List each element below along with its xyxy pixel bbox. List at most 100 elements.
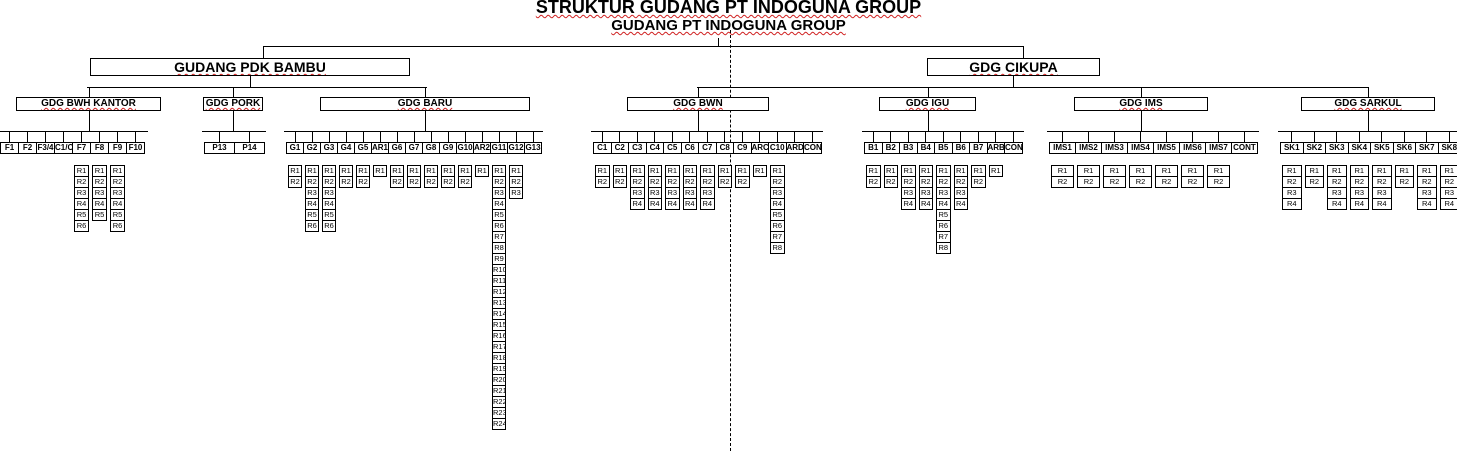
rack-cell: R4 xyxy=(647,198,662,210)
rack-cell: R23 xyxy=(492,407,506,419)
bay-cont: CONT xyxy=(1231,142,1258,154)
bay-b3: B3 xyxy=(899,142,918,154)
bay-stem xyxy=(978,131,979,142)
bay-f10: F10 xyxy=(126,142,145,154)
rack-cell: R1 xyxy=(1103,165,1126,177)
bay-c3: C3 xyxy=(628,142,647,154)
rack-cell: R18 xyxy=(492,352,506,364)
rack-cell: R4 xyxy=(1439,198,1457,210)
bay-ims1: IMS1 xyxy=(1049,142,1076,154)
bay-b5: B5 xyxy=(934,142,953,154)
bay-c4: C4 xyxy=(645,142,664,154)
rack-cell: R2 xyxy=(1103,176,1126,188)
bay-stem xyxy=(1140,131,1141,142)
rack-cell: R2 xyxy=(339,176,353,188)
rack-cell: R1 xyxy=(475,165,489,177)
l2-connector xyxy=(87,87,427,88)
bay-stem xyxy=(1426,131,1427,142)
bay-sk5: SK5 xyxy=(1370,142,1394,154)
bay-stem xyxy=(777,131,778,142)
bay-c1: C1 xyxy=(593,142,612,154)
rack-cell: R2 xyxy=(612,176,627,188)
rack-cell: R1 xyxy=(1327,165,1347,177)
rack-cell: R4 xyxy=(700,198,715,210)
group-drop xyxy=(233,111,234,131)
rack-cell: R2 xyxy=(1394,176,1414,188)
rack-cell: R2 xyxy=(458,176,472,188)
bay-stem xyxy=(1404,131,1405,142)
bay-sk4: SK4 xyxy=(1347,142,1371,154)
bay-c6: C6 xyxy=(680,142,699,154)
level1-box-label: GDG CIKUPA xyxy=(969,59,1058,75)
bay-stem xyxy=(1314,131,1315,142)
group-drop xyxy=(1368,111,1369,131)
l1-stem xyxy=(263,46,264,58)
bay-stem xyxy=(27,131,28,142)
rack-cell: R3 xyxy=(770,187,785,199)
rack-cell: R2 xyxy=(441,176,455,188)
rack-cell: R1 xyxy=(1181,165,1204,177)
rack-cell: R8 xyxy=(770,242,785,254)
bay-stem xyxy=(1088,131,1089,142)
bay-g11: G11 xyxy=(490,142,508,154)
bay-stem xyxy=(689,131,690,142)
rack-cell: R2 xyxy=(971,176,986,188)
rack-cell: R1 xyxy=(1304,165,1324,177)
rack-cell: R3 xyxy=(92,187,107,199)
bay-stem xyxy=(995,131,996,142)
bay-b1: B1 xyxy=(864,142,883,154)
rack-cell: R6 xyxy=(110,220,125,232)
bay-stem xyxy=(724,131,725,142)
root-stem xyxy=(718,38,719,47)
group-stem xyxy=(928,87,929,97)
group-stem xyxy=(698,87,699,97)
rack-cell: R2 xyxy=(1051,176,1074,188)
bay-c1-c2: C1/C2 xyxy=(54,142,73,154)
bay-sk6: SK6 xyxy=(1392,142,1416,154)
bay-g12: G12 xyxy=(507,142,525,154)
bay-stem xyxy=(1336,131,1337,142)
bay-stem xyxy=(533,131,534,142)
rack-cell: R4 xyxy=(630,198,645,210)
bay-stem xyxy=(329,131,330,142)
bay-stem xyxy=(81,131,82,142)
rack-cell: R6 xyxy=(74,220,89,232)
bay-connector xyxy=(1278,131,1457,132)
bay-stem xyxy=(117,131,118,142)
bay-cont: CONT xyxy=(803,142,822,154)
rack-cell: R2 xyxy=(595,176,610,188)
bay-stem xyxy=(1114,131,1115,142)
bay-c2: C2 xyxy=(610,142,629,154)
group-box: GDG BARU xyxy=(320,97,530,111)
l2-stem xyxy=(250,76,251,88)
rack-cell: R11 xyxy=(492,275,506,287)
bay-sk3: SK3 xyxy=(1325,142,1349,154)
bay-stem xyxy=(1244,131,1245,142)
rack-cell: R4 xyxy=(682,198,697,210)
bay-stem xyxy=(1291,131,1292,142)
bay-stem xyxy=(1449,131,1450,142)
rack-cell: R6 xyxy=(492,220,506,232)
rack-cell: R3 xyxy=(700,187,715,199)
group-drop xyxy=(928,111,929,131)
bay-sk8: SK8 xyxy=(1437,142,1457,154)
level1-box-label: GUDANG PDK BAMBU xyxy=(174,59,326,75)
bay-stem xyxy=(249,131,250,142)
bay-stem xyxy=(99,131,100,142)
rack-cell: R1 xyxy=(988,165,1003,177)
group-box-label: GDG IGU xyxy=(905,98,950,109)
rack-cell: R2 xyxy=(407,176,421,188)
rack-cell: R2 xyxy=(74,176,89,188)
bay-stem xyxy=(925,131,926,142)
bay-f1: F1 xyxy=(0,142,19,154)
bay-ims7: IMS7 xyxy=(1205,142,1232,154)
bay-ar1: AR1 xyxy=(371,142,389,154)
bay-c9: C9 xyxy=(733,142,752,154)
rack-cell: R3 xyxy=(953,187,968,199)
bay-g3: G3 xyxy=(320,142,338,154)
bay-stem xyxy=(812,131,813,142)
l2-stem xyxy=(1013,76,1014,88)
bay-stem xyxy=(363,131,364,142)
bay-arc: ARC xyxy=(750,142,769,154)
bay-sk2: SK2 xyxy=(1302,142,1326,154)
